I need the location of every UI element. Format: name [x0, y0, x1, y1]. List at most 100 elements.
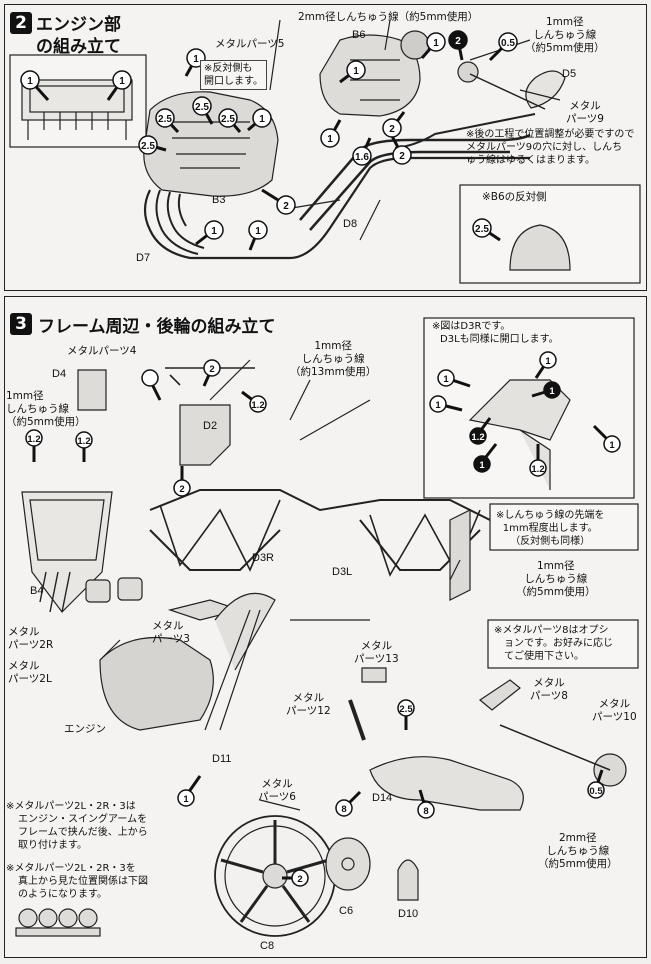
screw-icon: 1: [339, 60, 366, 84]
screw-icon: 2: [382, 111, 406, 138]
wire-5mm-b-label: 1mm径 しんちゅう線 （約5mm使用）: [516, 560, 596, 598]
screw-icon: 1: [429, 395, 463, 413]
svg-text:1.2: 1.2: [251, 400, 264, 411]
svg-text:1: 1: [433, 38, 439, 49]
svg-text:2.5: 2.5: [475, 224, 489, 235]
metal-part-13-label: メタル パーツ13: [354, 640, 399, 665]
d4-label: D4: [52, 368, 67, 380]
d5-label: D5: [562, 68, 577, 80]
screw-icon: 2.5: [218, 108, 242, 133]
screw-icon: 1.2: [75, 431, 93, 462]
svg-text:2.5: 2.5: [195, 102, 209, 113]
svg-text:1.2: 1.2: [77, 436, 90, 447]
svg-text:8: 8: [341, 804, 346, 815]
d3l-label: D3L: [332, 566, 353, 578]
metal-part-2l-label: メタル パーツ2L: [8, 660, 52, 685]
svg-text:2.5: 2.5: [141, 141, 155, 152]
svg-text:1: 1: [435, 400, 441, 411]
svg-text:1.6: 1.6: [355, 152, 369, 163]
screw-icon: 1.2: [469, 417, 492, 445]
screw-icon: 2: [261, 188, 296, 215]
svg-text:2: 2: [389, 124, 395, 135]
svg-text:8: 8: [423, 806, 428, 817]
screw-icon: 2.5: [472, 218, 501, 242]
screw-icon: 1.2: [25, 429, 43, 462]
screw-icon: 1: [437, 369, 471, 388]
screw-icon: [141, 369, 162, 401]
screw-icon: 2: [390, 135, 412, 165]
wire-13mm-label: 1mm径 しんちゅう線 （約13mm使用）: [290, 340, 377, 378]
screw-icon: 2: [202, 359, 221, 387]
screw-icon: 1: [420, 32, 446, 59]
d14-label: D14: [372, 792, 393, 804]
metal-part-2r-label: メタル パーツ2R: [8, 626, 54, 651]
section-2-number: 2: [10, 12, 32, 34]
section-3-number: 3: [10, 313, 32, 335]
metal-parts-note-1: ※メタルパーツ2L・2R・3は エンジン・スイングアームを フレームで挟んだ後、…: [6, 801, 148, 851]
c6-label: C6: [339, 905, 354, 917]
svg-text:1: 1: [479, 460, 485, 471]
section-2-title-line2: の組み立て: [36, 37, 121, 57]
svg-text:1: 1: [609, 440, 615, 451]
d3r-note: ※図はD3Rです。 D3Lも同様に開口します。: [432, 321, 559, 345]
screw-icon: 2: [448, 30, 468, 61]
svg-text:1: 1: [27, 76, 33, 87]
screw-icon: 8: [335, 790, 362, 817]
b6-opposite-label: ※B6の反対側: [482, 191, 547, 203]
svg-text:1.2: 1.2: [27, 434, 40, 445]
screw-icon: 2.5: [138, 135, 167, 155]
svg-text:1: 1: [549, 386, 555, 397]
wire-5mm-label: 1mm径 しんちゅう線 （約5mm使用）: [6, 390, 86, 428]
screw-icon: 2.5: [192, 96, 214, 125]
open-opposite-note: ※反対側も 開口します。: [200, 60, 267, 90]
svg-text:1: 1: [353, 66, 359, 77]
screw-icon: 1: [20, 70, 50, 102]
screw-icon: 1: [473, 443, 498, 473]
d8-label: D8: [343, 218, 358, 230]
metal-part-9-label: メタル パーツ9: [566, 100, 604, 125]
svg-text:2: 2: [283, 201, 289, 212]
svg-text:1: 1: [211, 226, 217, 237]
screw-icon: 0.5: [587, 769, 605, 799]
screw-icon: 1.6: [352, 137, 372, 166]
wire-2mm-label: 2mm径しんちゅう線（約5mm使用）: [298, 11, 479, 23]
svg-text:1: 1: [183, 794, 189, 805]
metal-parts-note-2: ※メタルパーツ2L・2R・3を 真上から見た位置関係は下図 のようになります。: [6, 863, 148, 900]
svg-text:2: 2: [399, 151, 405, 162]
d10-label: D10: [398, 908, 419, 920]
screw-icon: 1: [195, 220, 224, 246]
screw-icon: 1: [592, 424, 621, 453]
svg-text:0.5: 0.5: [501, 38, 515, 49]
screw-icon: 1.2: [529, 444, 547, 477]
svg-text:1: 1: [255, 226, 261, 237]
svg-text:2: 2: [455, 36, 461, 47]
d3r-label: D3R: [252, 552, 275, 564]
c8-label: C8: [260, 940, 275, 952]
b6-label: B6: [352, 29, 366, 41]
screw-icon: 1: [177, 775, 202, 807]
svg-text:2: 2: [209, 364, 214, 375]
section-2-title-line1: エンジン部: [36, 15, 121, 35]
screw-icon: 0.5: [488, 32, 518, 62]
svg-text:2.5: 2.5: [399, 704, 413, 715]
screw-icon: 1: [106, 70, 132, 101]
section-3-title: フレーム周辺・後輪の組み立て: [38, 317, 276, 337]
metal-part-10-label: メタル パーツ10: [592, 698, 637, 723]
d2-label: D2: [203, 420, 218, 432]
screw-icon: 2.5: [155, 108, 180, 134]
screw-icon: 1: [247, 108, 272, 132]
engine-label: エンジン: [64, 723, 106, 735]
svg-text:1: 1: [327, 134, 333, 145]
metal-part-8-label: メタル パーツ8: [530, 677, 568, 702]
b4-label: B4: [30, 585, 44, 597]
screw-icon: 1.2: [241, 390, 267, 413]
svg-text:1: 1: [259, 114, 265, 125]
metal-part-6-label: メタル パーツ6: [258, 778, 296, 803]
screw-icon: 2: [282, 869, 309, 887]
metal-part-3-label: メタル パーツ3: [152, 620, 190, 645]
option-note: ※メタルパーツ8はオプシ ョンです。お好みに応じ てご使用下さい。: [494, 625, 613, 662]
d7-label: D7: [136, 252, 151, 264]
svg-text:1: 1: [193, 54, 199, 65]
